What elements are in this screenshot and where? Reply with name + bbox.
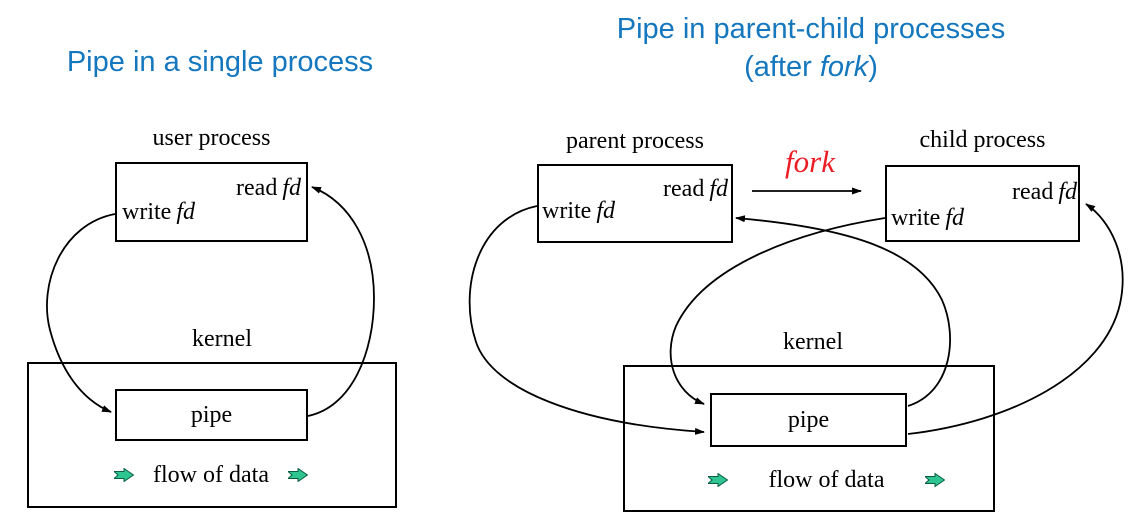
left-pipe-box: pipe: [115, 389, 308, 441]
left-kernel-label: kernel: [192, 326, 252, 352]
left-flow-label: flow of data: [153, 461, 269, 488]
left-kernel-box: [27, 362, 397, 508]
flow-arrow-right-icon: [925, 473, 945, 487]
child-process-label: child process: [919, 127, 1046, 153]
left-pipe-label: pipe: [190, 401, 233, 428]
left-flow-of-data: flow of data: [114, 462, 308, 488]
arrow-parent-write-to-pipe: [468, 205, 705, 435]
child-process-box: [885, 165, 1080, 242]
user-process-label: user process: [152, 125, 271, 151]
left-title: Pipe in a single process: [66, 46, 374, 78]
right-flow-label: flow of data: [768, 466, 885, 493]
fork-label: fork: [785, 144, 835, 179]
right-title-line1: Pipe in parent-child processes: [616, 13, 1006, 45]
arrow-pipe-to-parent-read: [735, 215, 951, 407]
flow-arrow-right-icon: [114, 468, 134, 482]
flow-arrow-right-icon: [708, 473, 728, 487]
right-title-line2: (after fork): [744, 51, 878, 83]
arrow-pipe-to-user-read: [307, 186, 375, 417]
right-kernel-label: kernel: [783, 329, 843, 355]
arrow-pipe-to-child-read: [907, 203, 1124, 435]
right-kernel-box: [623, 365, 995, 512]
parent-process-label: parent process: [566, 128, 704, 154]
right-pipe-box: pipe: [710, 393, 907, 447]
right-pipe-label: pipe: [787, 406, 830, 433]
flow-arrow-right-icon: [288, 468, 308, 482]
user-process-box: [115, 162, 308, 242]
arrow-user-write-to-pipe: [46, 213, 116, 413]
arrow-child-write-to-pipe: [669, 217, 886, 405]
parent-process-box: [537, 164, 733, 243]
right-flow-of-data: flow of data: [708, 467, 945, 493]
